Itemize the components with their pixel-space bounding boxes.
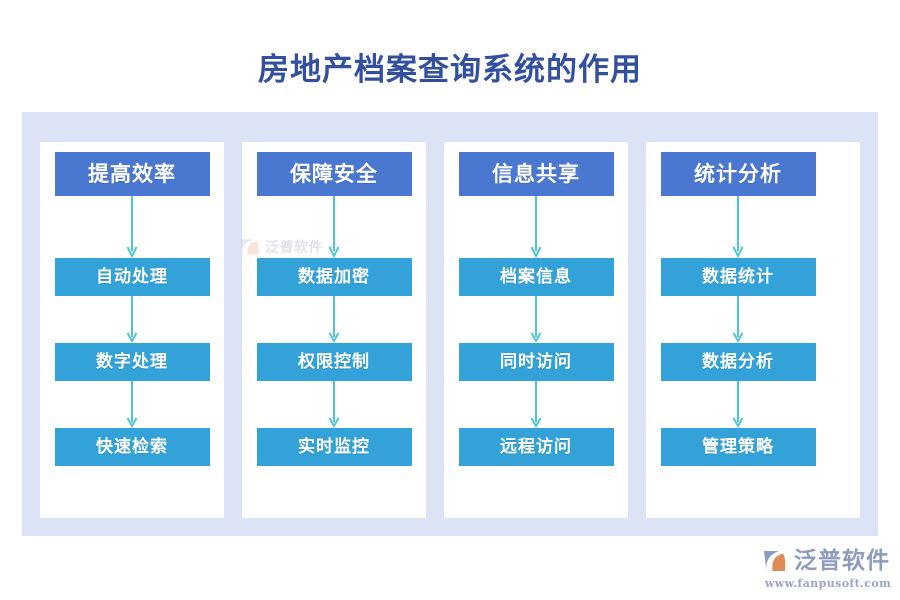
arrow-down-icon: [124, 196, 140, 258]
arrow-down-icon: [326, 196, 342, 258]
column-3-step-2-box[interactable]: 同时访问: [458, 343, 614, 381]
column-4-step-3-box[interactable]: 管理策略: [660, 428, 816, 466]
arrow-down-icon: [528, 296, 544, 343]
arrow-down-icon: [326, 296, 342, 343]
arrow-down-icon: [730, 196, 746, 258]
diagram-card: 提高效率 自动处理 数字处理 快速检索: [40, 142, 860, 518]
arrow-down-icon: [326, 381, 342, 428]
column-2-step-2-box[interactable]: 权限控制: [256, 343, 412, 381]
flow-column-4: 统计分析 数据统计 数据分析 管理策略: [646, 142, 830, 518]
arrow-down-icon: [124, 381, 140, 428]
column-4-header-box[interactable]: 统计分析: [660, 152, 816, 196]
column-4-step-1-box[interactable]: 数据统计: [660, 258, 816, 296]
arrow-down-icon: [528, 381, 544, 428]
flow-column-3: 信息共享 档案信息 同时访问 远程访问: [444, 142, 628, 518]
arrow-down-icon: [730, 381, 746, 428]
brand-url: www.fanpusoft.com: [764, 577, 892, 590]
column-1-step-2-box[interactable]: 数字处理: [54, 343, 210, 381]
column-divider-1: [224, 142, 242, 518]
flow-column-2: 保障安全 数据加密 权限控制 实时监控: [242, 142, 426, 518]
brand-name: 泛普软件: [794, 548, 890, 574]
brand-mark-icon: [764, 551, 786, 571]
column-1-step-1-box[interactable]: 自动处理: [54, 258, 210, 296]
column-2-step-3-box[interactable]: 实时监控: [256, 428, 412, 466]
flow-column-1: 提高效率 自动处理 数字处理 快速检索: [40, 142, 224, 518]
column-3-header-box[interactable]: 信息共享: [458, 152, 614, 196]
column-2-step-1-box[interactable]: 数据加密: [256, 258, 412, 296]
column-divider-3: [628, 142, 646, 518]
arrow-down-icon: [528, 196, 544, 258]
column-4-step-2-box[interactable]: 数据分析: [660, 343, 816, 381]
column-divider-2: [426, 142, 444, 518]
brand-row: 泛普软件: [762, 546, 894, 576]
column-2-header-box[interactable]: 保障安全: [256, 152, 412, 196]
column-3-step-3-box[interactable]: 远程访问: [458, 428, 614, 466]
brand-logo: 泛普软件 www.fanpusoft.com: [762, 546, 894, 592]
diagram-outer-panel: 提高效率 自动处理 数字处理 快速检索: [22, 112, 878, 536]
column-1-header-box[interactable]: 提高效率: [54, 152, 210, 196]
column-3-step-1-box[interactable]: 档案信息: [458, 258, 614, 296]
page-title: 房地产档案查询系统的作用: [258, 52, 642, 88]
arrow-down-icon: [730, 296, 746, 343]
column-1-step-3-box[interactable]: 快速检索: [54, 428, 210, 466]
arrow-down-icon: [124, 296, 140, 343]
